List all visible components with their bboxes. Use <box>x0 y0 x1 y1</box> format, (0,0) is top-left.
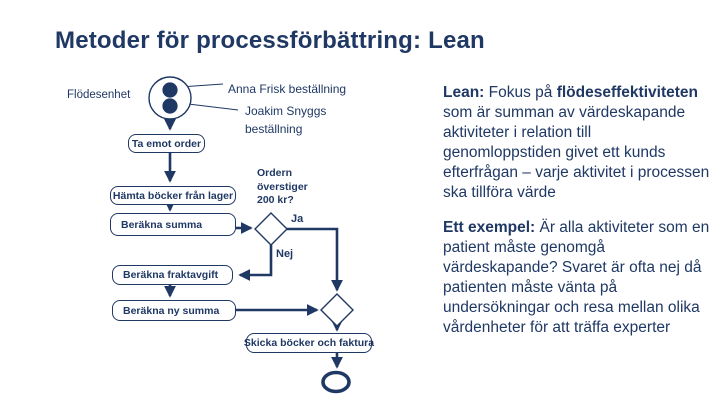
decision-question-line1: Ordern <box>257 167 293 179</box>
connector-no-branch <box>238 245 273 281</box>
activity-calc-shipping: Beräkna fraktavgift <box>112 265 233 285</box>
lean-definition-text1: Fokus på <box>484 84 557 101</box>
lean-definition-lead: Lean: <box>443 84 485 101</box>
decision-question-line2: överstiger <box>257 180 308 193</box>
activity-send-books: Skicka böcker och faktura <box>244 333 374 353</box>
lean-definition-keyword: flödeseffektiviteten <box>556 84 698 101</box>
connector-yes-branch <box>287 227 343 292</box>
example-paragraph: Ett exempel: Är alla aktiviteter som en … <box>443 218 711 338</box>
order-dot-joakim <box>162 98 178 114</box>
lane-label: Flödesenhet <box>67 89 131 101</box>
slide-title: Metoder för processförbättring: Lean <box>55 27 485 54</box>
annotation-order2-line2: beställning <box>245 122 303 136</box>
merge-diamond <box>320 293 354 327</box>
branch-label-yes: Ja <box>291 213 304 225</box>
example-text: Är alla aktiviteter som en patient måste… <box>443 219 710 336</box>
end-node <box>321 370 351 394</box>
activity-calc-new-sum: Beräkna ny summa <box>112 300 236 321</box>
activity-receive-order: Ta emot order <box>128 134 205 153</box>
leader-line-order2 <box>179 102 239 111</box>
start-node <box>148 76 192 120</box>
branch-label-no: Nej <box>276 248 294 260</box>
leader-line-order1 <box>179 83 224 88</box>
lean-definition-paragraph: Lean: Fokus på flödeseffektiviteten som … <box>443 83 711 203</box>
lean-definition-text2: som är summan av värdeskapande aktivitet… <box>443 104 710 201</box>
decision-diamond <box>254 212 288 246</box>
example-lead: Ett exempel: <box>443 219 536 236</box>
annotation-order1: Anna Frisk beställning <box>228 82 347 96</box>
activity-calc-sum: Beräkna summa <box>110 213 236 236</box>
order-dot-anna <box>162 82 178 98</box>
annotation-order2: Joakim Snyggs beställning <box>245 102 326 138</box>
annotation-order2-line1: Joakim Snyggs <box>245 104 327 118</box>
right-panel: Lean: Fokus på flödeseffektiviteten som … <box>443 83 711 353</box>
decision-question: Ordern överstiger 200 kr? <box>257 167 308 208</box>
flow-connectors <box>164 118 343 369</box>
start-node-outline <box>148 76 192 120</box>
activity-fetch-books: Hämta böcker från lager <box>110 186 236 205</box>
decision-question-line3: 200 kr? <box>257 194 294 206</box>
